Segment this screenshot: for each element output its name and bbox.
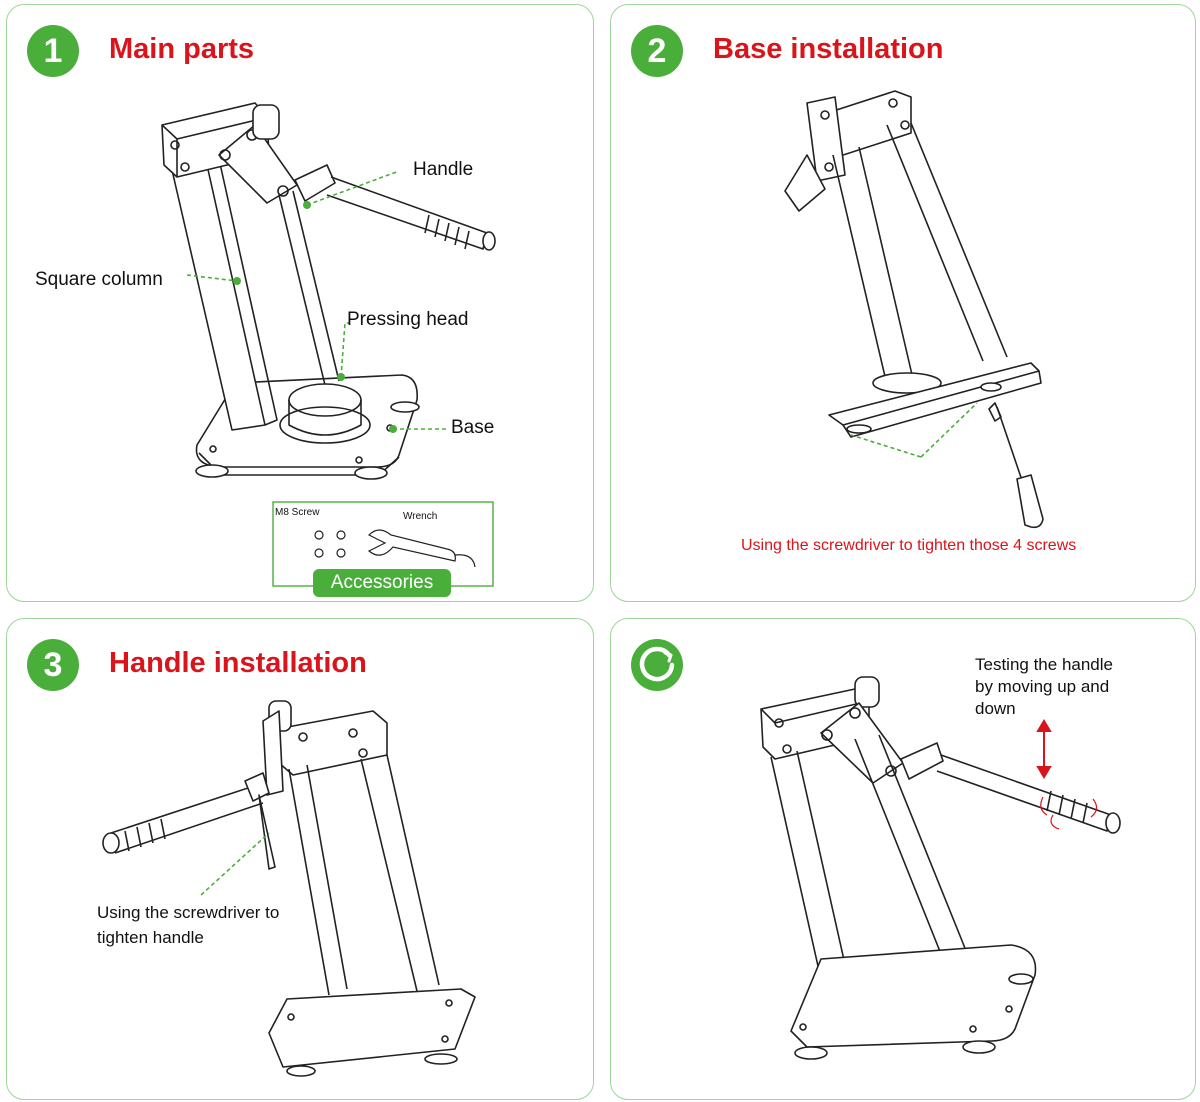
panel-title: Handle installation <box>109 647 367 679</box>
label-pressing-head: Pressing head <box>347 309 469 330</box>
panel-title: Main parts <box>109 33 255 65</box>
label-wrench: Wrench <box>403 511 438 522</box>
instruction-note-line2: tighten handle <box>97 928 204 947</box>
label-square-column: Square column <box>35 269 163 290</box>
testing-illustration <box>760 676 1121 1060</box>
instruction-note-line1: Testing the handle <box>975 655 1113 674</box>
label-base: Base <box>451 417 495 438</box>
instruction-note-line2: by moving up and <box>975 677 1110 696</box>
label-handle: Handle <box>413 159 474 180</box>
accessories-title: Accessories <box>313 569 451 597</box>
label-m8-screw: M8 Screw <box>275 507 320 518</box>
panel-main-parts: 1 Main parts <box>6 4 594 602</box>
panel-handle-installation: 3 Handle installation <box>6 618 594 1100</box>
press-illustration <box>161 102 496 587</box>
panel-testing: Testing the handle by moving up and down <box>610 618 1196 1100</box>
handle-installation-illustration <box>102 700 476 1077</box>
panel-base-installation: 2 Base installation <box>610 4 1196 602</box>
step-number-badge: 1 <box>27 25 79 77</box>
check-circle-icon <box>631 639 683 691</box>
instruction-note: Using the screwdriver to tighten those 4… <box>741 537 1077 554</box>
step-number-badge: 2 <box>631 25 683 77</box>
panel-title: Base installation <box>713 33 944 65</box>
instruction-note-line1: Using the screwdriver to <box>97 903 280 922</box>
base-installation-illustration <box>784 90 1044 529</box>
instruction-note-line3: down <box>975 699 1016 718</box>
step-number-badge: 3 <box>27 639 79 691</box>
